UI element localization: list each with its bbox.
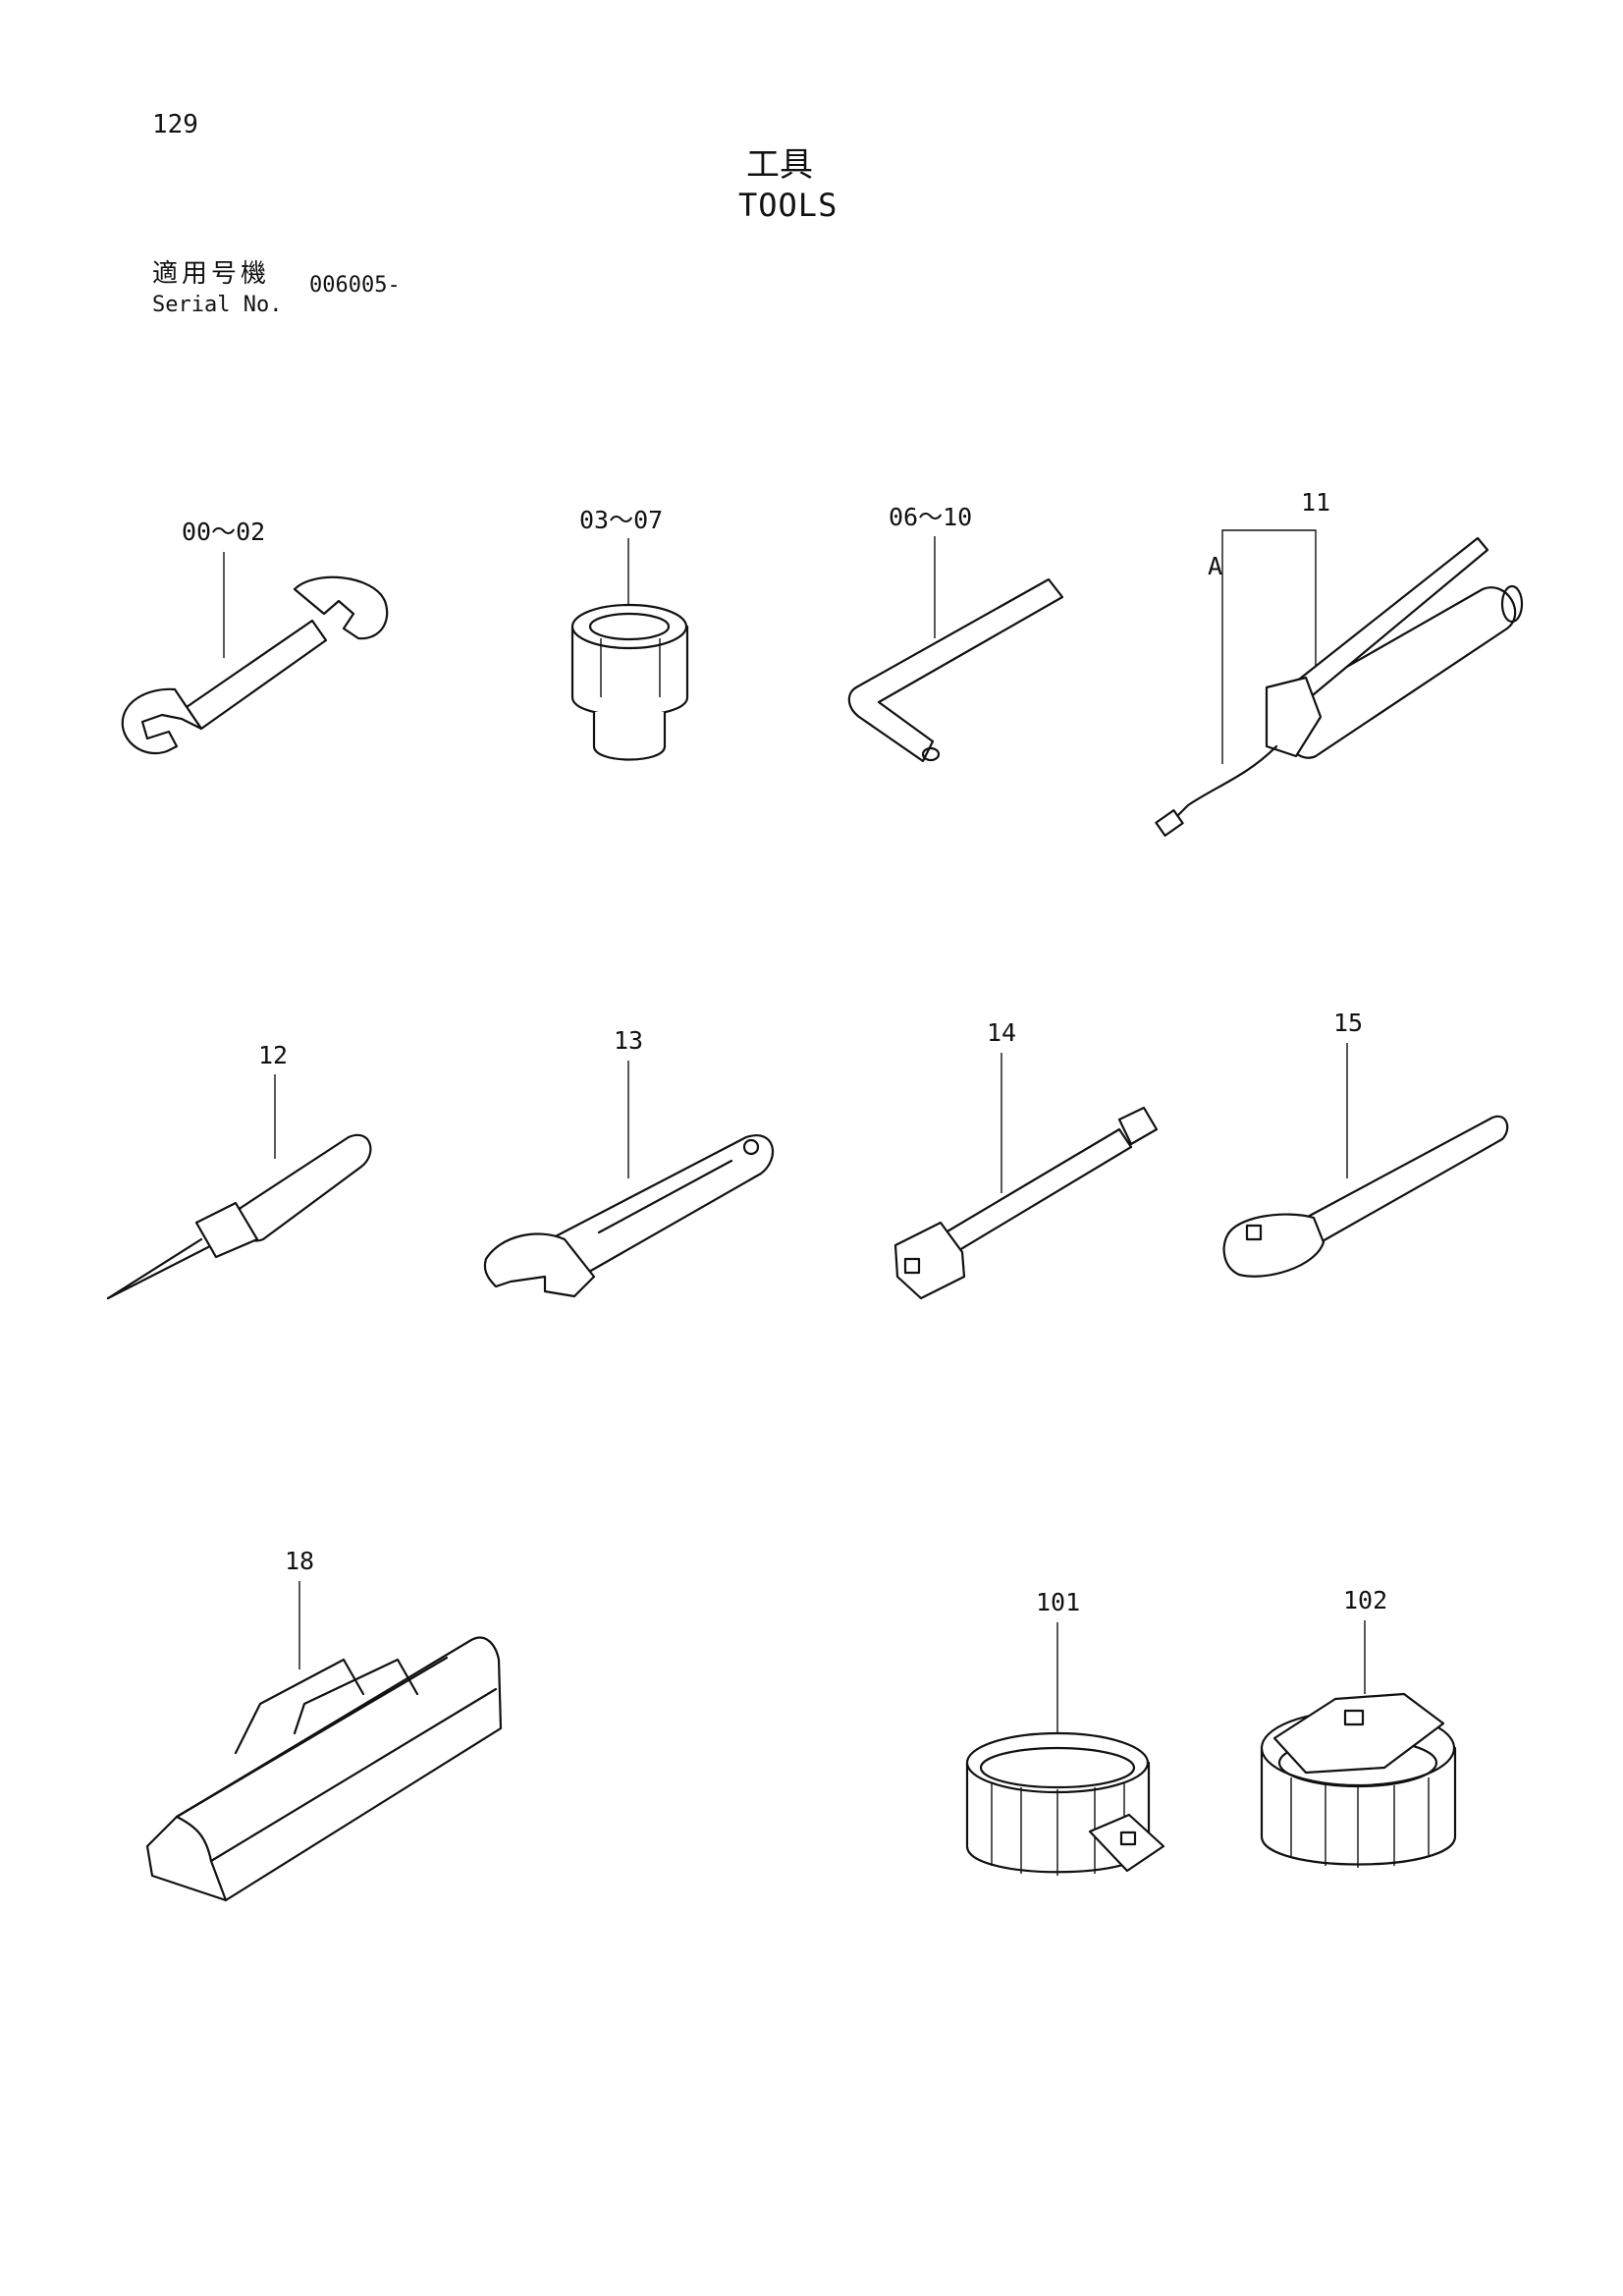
callout-adjustable-wrench: 13 [614, 1026, 643, 1055]
screwdriver: 12 [106, 1041, 372, 1300]
filter-wrench-cup: 102 [1260, 1586, 1457, 1868]
adjustable-wrench: 13 [483, 1026, 775, 1298]
extension-bar: 14 [893, 1018, 1159, 1300]
leader-grease-gun [1221, 529, 1317, 678]
callout-screwdriver: 12 [258, 1041, 288, 1069]
page-number: 129 [152, 110, 198, 139]
callout-extension-bar: 14 [987, 1018, 1016, 1047]
callout-hex-key: 06～10 [889, 503, 972, 531]
callout-ratchet-handle: 15 [1333, 1009, 1363, 1037]
serial-label-japanese: 適用号機 [152, 259, 271, 289]
page-title-japanese: 工具 [746, 145, 813, 185]
grease-gun: 11 A [1155, 488, 1524, 837]
serial-label: Serial No. [152, 293, 283, 317]
callout-filter-wrench-band: 101 [1036, 1588, 1080, 1616]
tool-bag: 18 [145, 1547, 503, 1902]
ratchet-handle: 15 [1222, 1009, 1509, 1278]
hex-key: 06～10 [847, 503, 1064, 763]
callout-grease-gun-nozzle: A [1208, 552, 1222, 580]
callout-socket: 03～07 [579, 506, 663, 534]
socket: 03～07 [570, 506, 689, 761]
serial-number-value: 006005- [309, 273, 401, 298]
callout-filter-wrench-cup: 102 [1343, 1586, 1387, 1614]
open-end-wrench: 00～02 [121, 518, 389, 755]
page-title: TOOLS [738, 187, 839, 224]
filter-wrench-band: 101 [965, 1588, 1165, 1876]
callout-wrench: 00～02 [182, 518, 265, 546]
callout-grease-gun: 11 [1301, 488, 1330, 517]
callout-tool-bag: 18 [285, 1547, 314, 1575]
